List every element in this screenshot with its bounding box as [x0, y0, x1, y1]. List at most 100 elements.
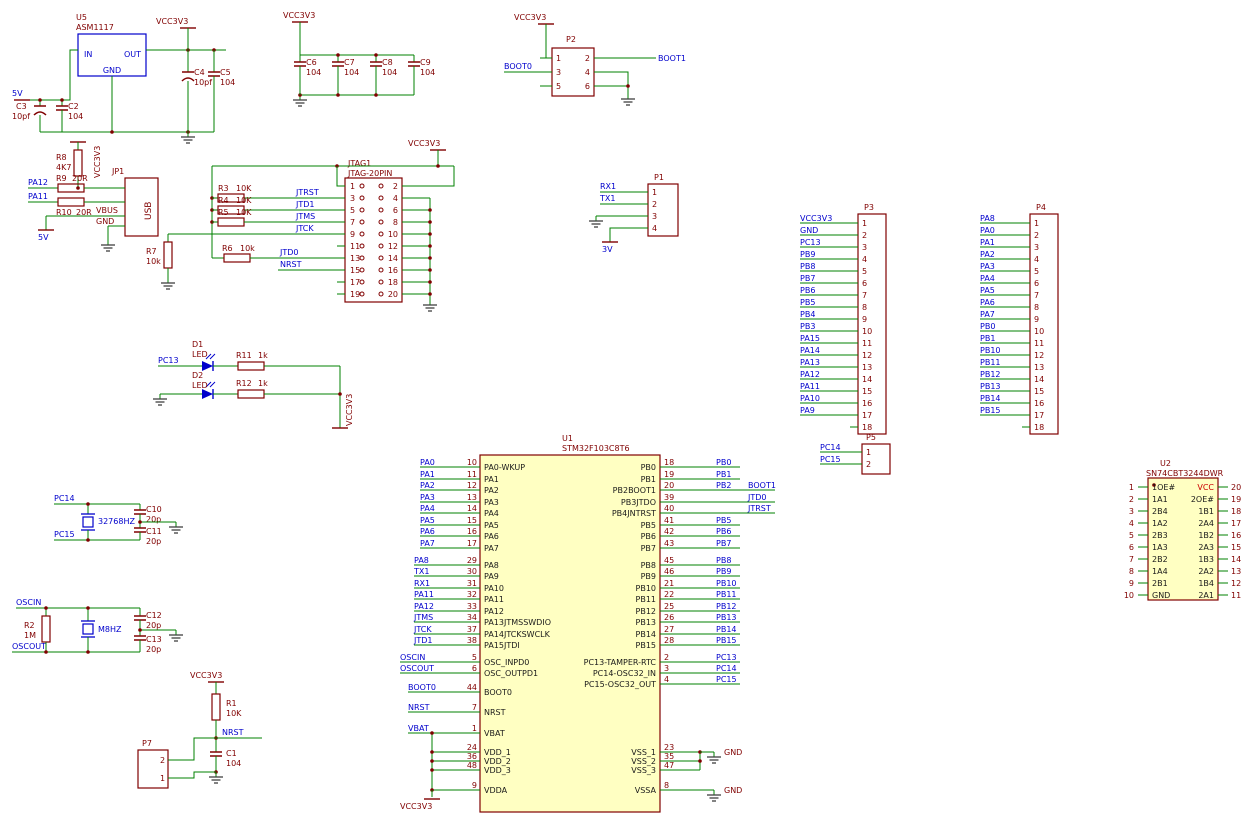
pin-name: VSS_3: [631, 766, 656, 775]
pin-name: PA2: [484, 486, 499, 495]
resistor-body[interactable]: [73, 149, 83, 177]
pin-number: 1: [862, 219, 867, 228]
component-value: 10k: [240, 244, 255, 253]
pin-number: 1: [1034, 219, 1039, 228]
pin-number: 6: [1034, 279, 1039, 288]
p5-body[interactable]: [861, 443, 891, 475]
resistor-body[interactable]: [41, 615, 51, 643]
resistor-body[interactable]: [223, 253, 251, 263]
jtag-body[interactable]: [344, 177, 403, 303]
pin-name: VDD_3: [484, 766, 511, 775]
pin-name: PC13-TAMPER-RTC: [584, 658, 657, 667]
junction-dot: [110, 130, 114, 134]
p7-body[interactable]: [137, 749, 169, 789]
pin-number: 1: [556, 54, 561, 63]
component-ref: C5: [220, 68, 231, 77]
pin-number: 14: [1034, 375, 1044, 384]
resistor-body[interactable]: [237, 389, 265, 399]
component-value: 32768HZ: [98, 517, 135, 526]
led-icon[interactable]: [202, 389, 213, 399]
buffer-body[interactable]: [1147, 477, 1219, 601]
pin-name: PB5: [641, 521, 656, 530]
junction-dot: [428, 220, 432, 224]
junction-dot: [428, 292, 432, 296]
pin-number: 12: [1231, 579, 1241, 588]
pin-name: PA11: [484, 595, 504, 604]
component-ref: P5: [866, 433, 876, 442]
net-label: BOOT0: [408, 683, 436, 692]
power-label: VCC3V3: [514, 13, 546, 22]
net-label: PA9: [800, 406, 815, 415]
resistor-body[interactable]: [237, 361, 265, 371]
usb-connector-body[interactable]: [124, 177, 159, 237]
p1-body[interactable]: [647, 183, 679, 237]
component-ref: U1: [562, 434, 573, 443]
component-ref: R11: [236, 351, 252, 360]
net-label: PB15: [716, 636, 737, 645]
component-ref: R1: [226, 699, 237, 708]
pin-number: 6: [585, 82, 590, 91]
component-value: 10pf: [12, 112, 30, 121]
resistor-body[interactable]: [211, 693, 221, 721]
component-value: 104: [226, 759, 241, 768]
junction-dot: [430, 759, 434, 763]
pin-name: VCC: [1197, 483, 1214, 492]
header_p3-body[interactable]: [857, 213, 887, 435]
component-value: 20R: [72, 174, 88, 183]
net-label: VBAT: [408, 724, 429, 733]
net-label: PB13: [980, 382, 1001, 391]
pin-name: 1A1: [1152, 495, 1168, 504]
wire: [336, 166, 345, 187]
component-ref: R8: [56, 153, 67, 162]
junction-dot: [430, 768, 434, 772]
crystal-body[interactable]: [82, 623, 94, 635]
net-label: GND: [724, 786, 742, 795]
pin-number: 5: [1034, 267, 1039, 276]
resistor-body[interactable]: [57, 197, 85, 207]
net-label: PA4: [420, 504, 435, 513]
crystal-body[interactable]: [82, 516, 94, 528]
pin-number: 15: [862, 387, 872, 396]
component-value: 20R: [76, 208, 92, 217]
net-label: JTD0: [747, 493, 767, 502]
pin-name: PB0: [641, 463, 656, 472]
pin-number: 15: [1231, 543, 1241, 552]
resistor-body[interactable]: [217, 217, 245, 227]
component-value: SN74CBT3244DWR: [1146, 469, 1224, 478]
pin-number: 1: [350, 182, 355, 191]
pin-number: 4: [1034, 255, 1039, 264]
net-label: OSCOUT: [400, 664, 434, 673]
net-label: PB4: [800, 310, 815, 319]
pin-number: 12: [388, 242, 398, 251]
pin-name: PB2BOOT1: [613, 486, 656, 495]
pin-circle: [378, 267, 384, 273]
resistor-body[interactable]: [57, 183, 85, 193]
led-icon[interactable]: [202, 361, 213, 371]
pin-circle: [378, 243, 384, 249]
mcu-body[interactable]: [479, 454, 661, 813]
pin-number: 17: [1231, 519, 1241, 528]
net-label: JTCK: [413, 625, 432, 634]
header_p4-body[interactable]: [1029, 213, 1059, 435]
component-ref: R3: [218, 184, 229, 193]
pin-number: 24: [467, 743, 477, 752]
pin-number: 14: [467, 504, 477, 513]
pin-name: VBAT: [484, 729, 505, 738]
pin-number: 10: [1124, 591, 1134, 600]
pin-name: PC14-OSC32_IN: [593, 669, 656, 678]
pin-number: 30: [467, 567, 477, 576]
resistor-body[interactable]: [163, 241, 173, 269]
pin-name: PB8: [641, 561, 656, 570]
pin-name: 1A3: [1152, 543, 1168, 552]
capacitor-plate[interactable]: [181, 77, 195, 82]
wire: [30, 49, 78, 101]
net-label: JTMS: [413, 613, 433, 622]
capacitor-plate[interactable]: [33, 111, 47, 116]
pin-number: 13: [467, 493, 477, 502]
net-label: PA12: [414, 602, 434, 611]
pin-number: 13: [862, 363, 872, 372]
wire: [178, 737, 216, 761]
pin-number: 1: [652, 188, 657, 197]
pin-number: 4: [652, 224, 657, 233]
